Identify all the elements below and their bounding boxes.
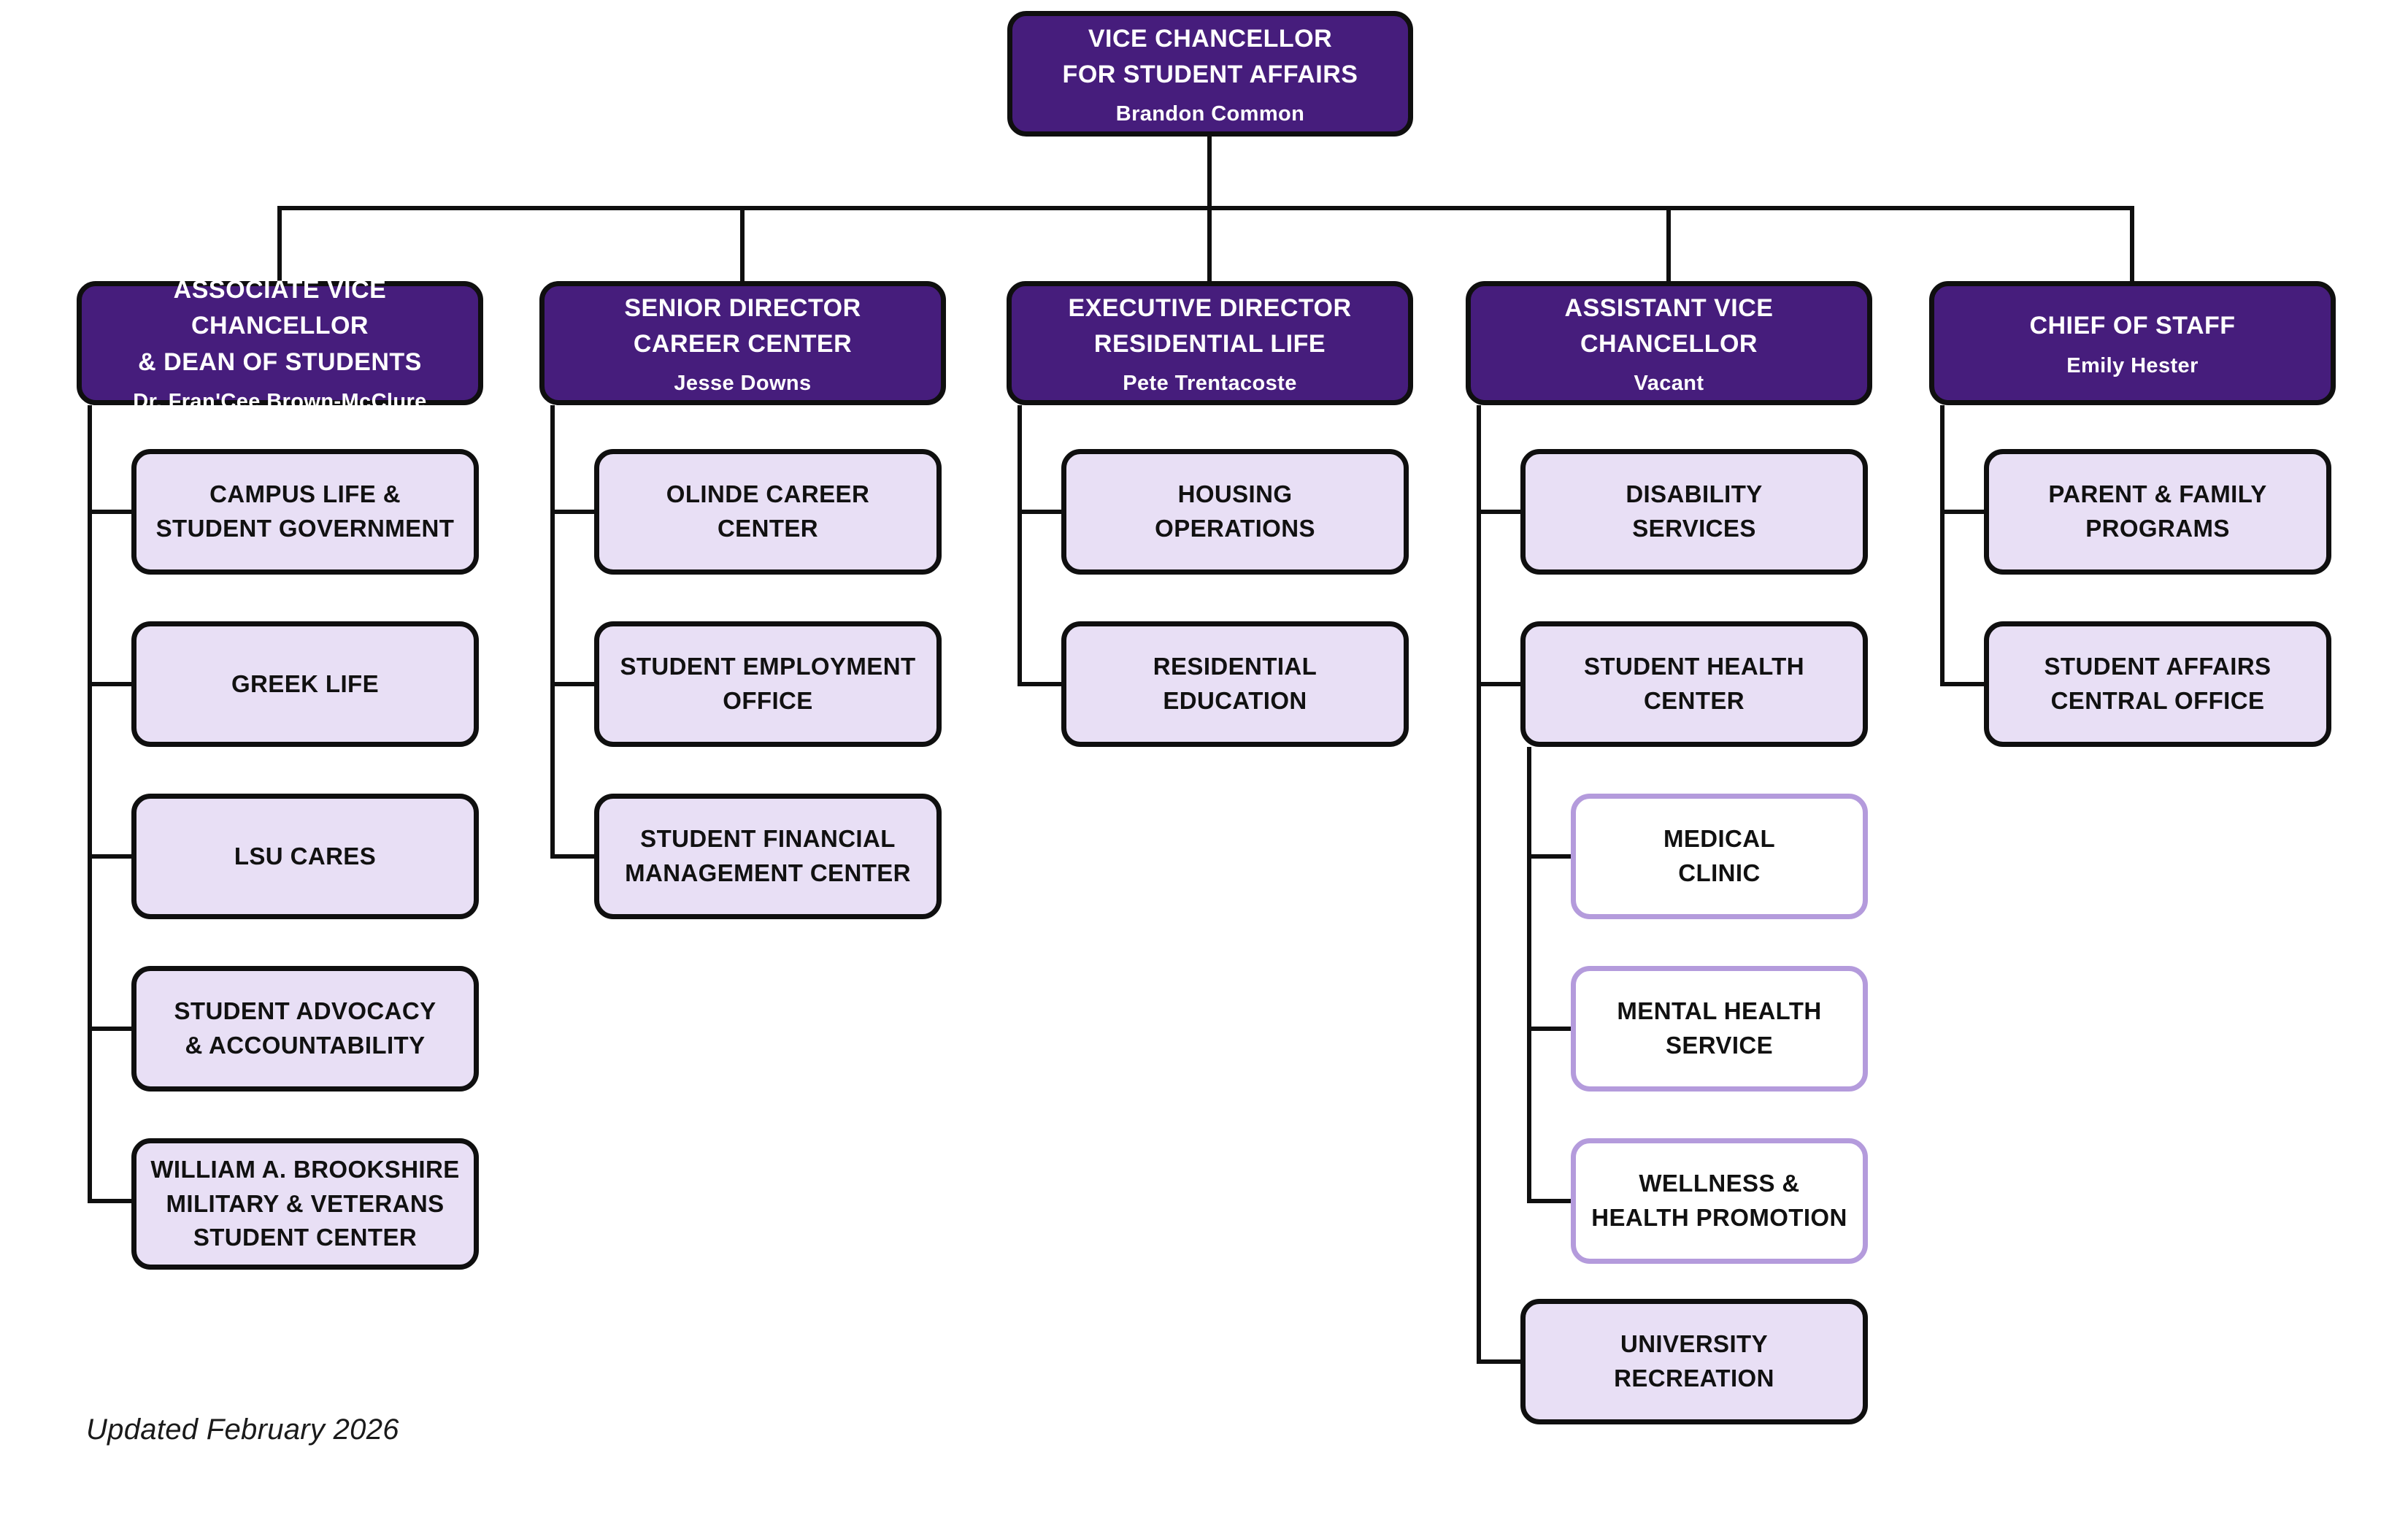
org-box-label: WILLIAM A. BROOKSHIRE MILITARY & VETERAN… bbox=[150, 1155, 460, 1251]
connector-subspine-student-health bbox=[1527, 747, 1531, 1201]
org-box-name: Brandon Common bbox=[1115, 102, 1305, 126]
org-box-mental-health-service: MENTAL HEALTH SERVICE bbox=[1571, 966, 1868, 1092]
org-box-name: Emily Hester bbox=[2066, 353, 2199, 377]
org-box-name: Vacant bbox=[1634, 372, 1704, 396]
org-box-label: HOUSING OPERATIONS bbox=[1155, 480, 1315, 542]
connector-spine-branch-4 bbox=[1477, 405, 1481, 1362]
org-box-label: MENTAL HEALTH SERVICE bbox=[1617, 997, 1822, 1059]
org-box-name: Jesse Downs bbox=[674, 372, 812, 396]
org-box-label: RESIDENTIAL EDUCATION bbox=[1153, 653, 1318, 714]
org-box-label: CAMPUS LIFE & STUDENT GOVERNMENT bbox=[155, 480, 455, 542]
connector-drop-branch-4 bbox=[1666, 208, 1671, 281]
connector-stub bbox=[1940, 510, 1984, 514]
org-box-campus-life: CAMPUS LIFE & STUDENT GOVERNMENT bbox=[131, 449, 479, 575]
connector-stub bbox=[1477, 682, 1520, 686]
org-box-label: STUDENT AFFAIRS CENTRAL OFFICE bbox=[2044, 653, 2272, 714]
org-box-student-affairs-central-office: STUDENT AFFAIRS CENTRAL OFFICE bbox=[1984, 621, 2331, 747]
org-box-label: OLINDE CAREER CENTER bbox=[666, 480, 870, 542]
org-box-lsu-cares: LSU CARES bbox=[131, 794, 479, 919]
connector-spine-branch-3 bbox=[1018, 405, 1022, 684]
connector-stub bbox=[88, 1027, 131, 1031]
connector-spine-branch-1 bbox=[88, 405, 92, 1201]
connector-stub bbox=[88, 510, 131, 514]
org-box-label: WELLNESS & HEALTH PROMOTION bbox=[1591, 1170, 1847, 1231]
connector-stub bbox=[1527, 1027, 1571, 1031]
org-box-label: STUDENT HEALTH CENTER bbox=[1584, 653, 1804, 714]
org-box-wellness-health-promotion: WELLNESS & HEALTH PROMOTION bbox=[1571, 1138, 1868, 1264]
connector-drop-branch-5 bbox=[2130, 208, 2134, 281]
org-box-parent-family-programs: PARENT & FAMILY PROGRAMS bbox=[1984, 449, 2331, 575]
org-box-title: EXECUTIVE DIRECTOR RESIDENTIAL LIFE bbox=[1068, 294, 1352, 358]
connector-drop-branch-3 bbox=[1207, 208, 1212, 281]
org-box-university-recreation: UNIVERSITY RECREATION bbox=[1520, 1299, 1868, 1424]
org-box-student-employment: STUDENT EMPLOYMENT OFFICE bbox=[594, 621, 942, 747]
connector-drop-branch-1 bbox=[277, 208, 282, 281]
connector-stub bbox=[1527, 854, 1571, 859]
org-box-residential-education: RESIDENTIAL EDUCATION bbox=[1061, 621, 1409, 747]
org-box-name: Pete Trentacoste bbox=[1123, 372, 1297, 396]
org-box-label: LSU CARES bbox=[234, 842, 377, 870]
org-box-student-advocacy: STUDENT ADVOCACY & ACCOUNTABILITY bbox=[131, 966, 479, 1092]
connector-stub bbox=[88, 682, 131, 686]
org-box-vice-chancellor: VICE CHANCELLOR FOR STUDENT AFFAIRS Bran… bbox=[1007, 11, 1413, 137]
org-box-title: SENIOR DIRECTOR CAREER CENTER bbox=[624, 294, 861, 358]
org-box-label: STUDENT EMPLOYMENT OFFICE bbox=[620, 653, 916, 714]
org-box-residential-life-director: EXECUTIVE DIRECTOR RESIDENTIAL LIFE Pete… bbox=[1007, 281, 1413, 405]
org-box-label: STUDENT ADVOCACY & ACCOUNTABILITY bbox=[174, 997, 436, 1059]
connector-rail bbox=[277, 206, 2134, 210]
org-box-chief-of-staff: CHIEF OF STAFF Emily Hester bbox=[1929, 281, 2336, 405]
org-box-greek-life: GREEK LIFE bbox=[131, 621, 479, 747]
org-box-student-health-center: STUDENT HEALTH CENTER bbox=[1520, 621, 1868, 747]
org-box-medical-clinic: MEDICAL CLINIC bbox=[1571, 794, 1868, 919]
org-box-title: VICE CHANCELLOR FOR STUDENT AFFAIRS bbox=[1062, 24, 1358, 88]
connector-stub bbox=[88, 854, 131, 859]
org-box-name: Dr. Fran'Cee Brown-McClure bbox=[133, 389, 427, 413]
connector-stub bbox=[1940, 682, 1984, 686]
connector-stub bbox=[550, 682, 594, 686]
org-box-label: MEDICAL CLINIC bbox=[1663, 825, 1776, 886]
org-box-title: ASSOCIATE VICE CHANCELLOR & DEAN OF STUD… bbox=[138, 276, 422, 376]
connector-stub bbox=[1527, 1199, 1571, 1203]
org-box-career-center-director: SENIOR DIRECTOR CAREER CENTER Jesse Down… bbox=[539, 281, 946, 405]
org-box-label: GREEK LIFE bbox=[231, 670, 380, 697]
org-box-label: UNIVERSITY RECREATION bbox=[1614, 1330, 1774, 1392]
connector-stub bbox=[1477, 510, 1520, 514]
updated-date-note: Updated February 2026 bbox=[86, 1413, 399, 1446]
org-box-assistant-vice-chancellor: ASSISTANT VICE CHANCELLOR Vacant bbox=[1466, 281, 1872, 405]
org-box-housing-operations: HOUSING OPERATIONS bbox=[1061, 449, 1409, 575]
connector-stub bbox=[88, 1199, 131, 1203]
org-box-title: CHIEF OF STAFF bbox=[2029, 312, 2236, 340]
org-box-olinde-career-center: OLINDE CAREER CENTER bbox=[594, 449, 942, 575]
connector-top-drop bbox=[1207, 137, 1212, 208]
connector-stub bbox=[1018, 510, 1061, 514]
org-box-label: PARENT & FAMILY PROGRAMS bbox=[2048, 480, 2267, 542]
org-box-military-veterans-center: WILLIAM A. BROOKSHIRE MILITARY & VETERAN… bbox=[131, 1138, 479, 1270]
connector-stub bbox=[1018, 682, 1061, 686]
connector-spine-branch-5 bbox=[1940, 405, 1945, 684]
connector-stub bbox=[1477, 1359, 1520, 1364]
connector-stub bbox=[550, 510, 594, 514]
org-box-disability-services: DISABILITY SERVICES bbox=[1520, 449, 1868, 575]
org-box-label: STUDENT FINANCIAL MANAGEMENT CENTER bbox=[625, 825, 911, 886]
org-box-title: ASSISTANT VICE CHANCELLOR bbox=[1564, 294, 1774, 358]
org-box-dean-of-students: ASSOCIATE VICE CHANCELLOR & DEAN OF STUD… bbox=[77, 276, 483, 413]
connector-spine-branch-2 bbox=[550, 405, 555, 856]
connector-stub bbox=[550, 854, 594, 859]
org-box-label: DISABILITY SERVICES bbox=[1626, 480, 1763, 542]
org-box-financial-management: STUDENT FINANCIAL MANAGEMENT CENTER bbox=[594, 794, 942, 919]
connector-drop-branch-2 bbox=[740, 208, 745, 281]
